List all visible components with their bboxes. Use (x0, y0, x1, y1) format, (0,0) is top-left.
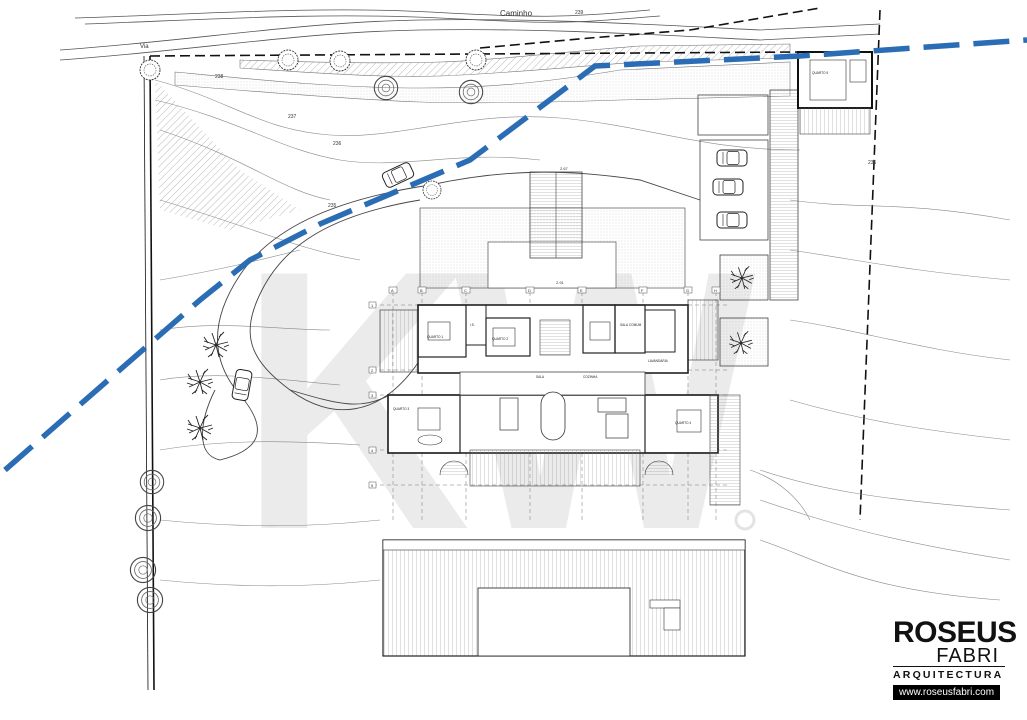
axis-label: H (714, 288, 717, 293)
axis-label: G (686, 288, 689, 293)
car-icon (716, 211, 748, 229)
brand-name: ROSEUS (893, 615, 1017, 649)
house-plan (379, 299, 741, 506)
car-icon (380, 160, 416, 190)
tree-icon (134, 504, 162, 532)
pool-deck (382, 539, 746, 657)
brand-name-sub: FABRI (936, 644, 999, 667)
car-icon (712, 178, 744, 196)
road-label-via: Via (140, 44, 149, 50)
tree-icon (186, 368, 214, 395)
driveway (202, 171, 701, 461)
room-label: QUARTO 3 (393, 407, 409, 411)
tree-icon (186, 414, 214, 441)
axis-label: E (580, 288, 583, 293)
hatched-corner (155, 80, 300, 230)
room-label: QUARTO 4 (675, 421, 691, 425)
car-icon (716, 149, 748, 167)
tree-icon (329, 50, 351, 72)
room-label: QUARTO 5 (812, 71, 828, 75)
tree-icon (129, 556, 157, 584)
brand-tagline: ARQUITECTURA (893, 669, 1004, 681)
contour-label: 235 (868, 160, 877, 166)
level-label: 2.67 (560, 166, 569, 171)
brand-logo: ROSEUS FABRI ARQUITECTURA www.roseusfabr… (893, 615, 1017, 700)
room-labels: QUARTO 1 I.S. QUARTO 2 QUARTO 3 SALA COM… (393, 323, 691, 425)
boundary-path-blue (3, 37, 1027, 473)
axis-label: 1 (371, 303, 374, 308)
room-label: SALA (536, 375, 545, 379)
annex-building (797, 51, 873, 135)
room-label: COZINHA (583, 375, 598, 379)
contour-lines (154, 79, 1011, 601)
site-boundary (143, 7, 881, 691)
level-label: 2.91 (556, 280, 565, 285)
contour-label: 236 (333, 141, 342, 147)
tree-icon (136, 586, 164, 614)
axis-label: F (641, 288, 644, 293)
road-label: Caminho (500, 9, 533, 18)
tree-icon (465, 49, 487, 71)
tree-icon (139, 59, 161, 81)
tree-icon (202, 331, 230, 358)
axis-label: C (464, 288, 467, 293)
watermark-registered-icon (734, 509, 756, 531)
axis-label: B (420, 288, 423, 293)
contour-label: 237 (288, 114, 297, 120)
tree-icon (277, 49, 299, 71)
axis-label: A (391, 288, 394, 293)
upper-terrace (419, 171, 686, 289)
room-label: LAVANDARIA (648, 359, 669, 363)
brand-rule (893, 665, 1005, 667)
tree-icon (422, 180, 442, 200)
contour-labels: 239 238 237 236 235 235 (215, 10, 877, 209)
axis-label: D (528, 288, 531, 293)
axis-label: 4 (371, 448, 374, 453)
room-label: I.S. (470, 323, 475, 327)
room-label: SALA COMUM (620, 323, 642, 327)
room-label: QUARTO 1 (427, 335, 443, 339)
axis-label: 5 (371, 483, 374, 488)
room-label: QUARTO 2 (492, 337, 508, 341)
axis-label: 3 (371, 393, 374, 398)
grid-axis-labels: A B C D E F G H 1 2 3 4 5 (368, 286, 721, 489)
brand-url[interactable]: www.roseusfabri.com (893, 685, 1001, 700)
axis-label: 2 (371, 368, 374, 373)
road (59, 9, 881, 61)
contour-label: 238 (215, 74, 224, 80)
contour-label: 239 (575, 10, 584, 16)
contour-label: 235 (328, 203, 337, 209)
